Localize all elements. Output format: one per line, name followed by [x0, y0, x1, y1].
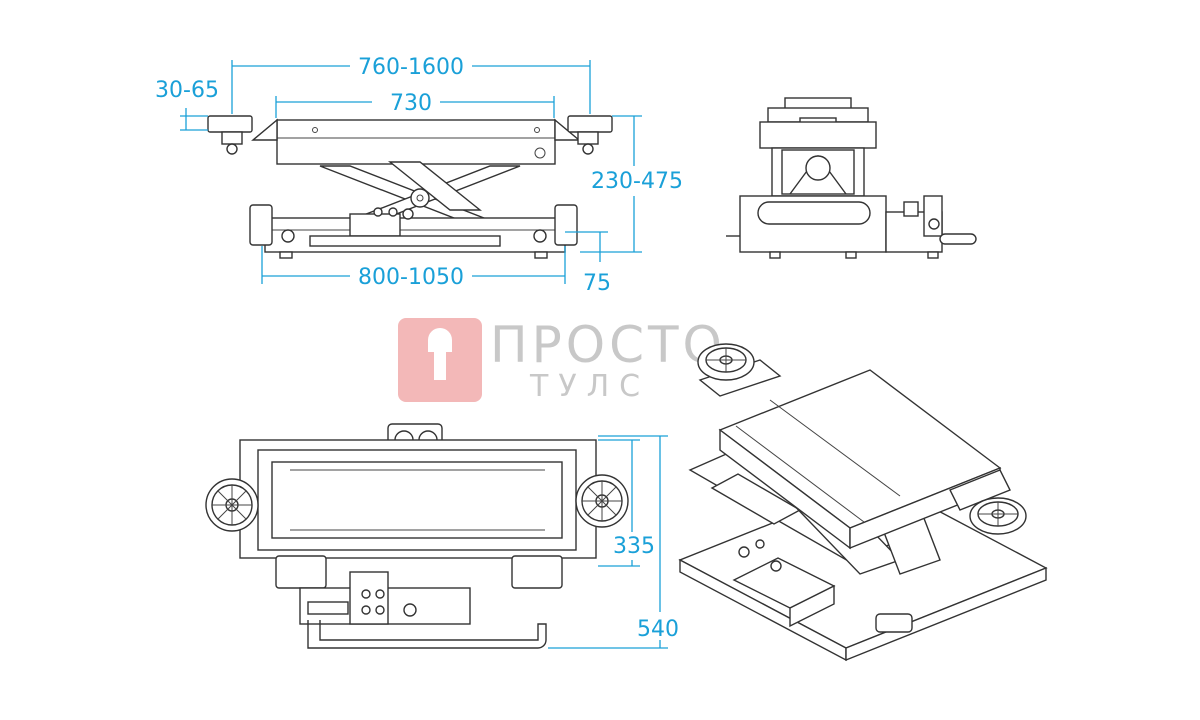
top-view-wheels — [205, 474, 629, 532]
side-view-dimensions: 760-1600 730 30-65 230-475 800-1050 75 — [155, 55, 683, 296]
dim-base-height-label: 75 — [583, 271, 611, 296]
dim-platform-length-label: 730 — [390, 91, 432, 116]
iso-wheel-lower — [969, 497, 1027, 535]
dim-overall-width-label: 540 — [637, 617, 679, 642]
watermark-logo: ПРОСТО ТУЛС — [398, 316, 726, 404]
dim-height-range-label: 230-475 — [591, 169, 683, 194]
top-view — [239, 423, 597, 649]
dim-pad-span-label: 760-1600 — [358, 55, 464, 80]
dim-base-length-label: 800-1050 — [358, 265, 464, 290]
dim-frame-width-label: 335 — [613, 534, 655, 559]
end-view — [726, 97, 977, 259]
top-view-dimensions: 335 540 — [548, 435, 679, 649]
watermark-text-main: ПРОСТО — [490, 316, 726, 374]
wheel-left — [205, 478, 259, 532]
wheel-right — [575, 474, 629, 528]
iso-wheel-upper — [697, 343, 755, 381]
watermark-text-sub: ТУЛС — [529, 369, 650, 404]
side-view — [207, 115, 613, 259]
dim-top-offset-label: 30-65 — [155, 78, 219, 103]
isometric-view — [678, 359, 1048, 662]
isometric-wheels — [697, 343, 1027, 535]
